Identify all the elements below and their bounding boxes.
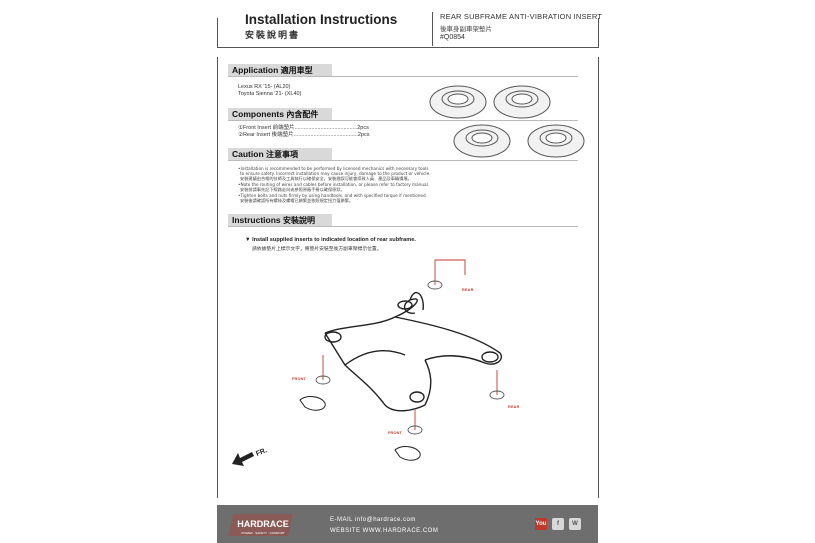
component-name: Front Insert 前端墊片 xyxy=(242,125,295,131)
component-name: Rear Insert 後端墊片 xyxy=(242,132,294,138)
section-heading-instructions: Instructions 安裝說明 xyxy=(228,214,332,226)
inserts-illustration xyxy=(429,85,585,158)
insert-ring xyxy=(527,124,585,158)
dot-leader: ........................................… xyxy=(294,125,358,131)
caution-line: 安裝建議由合格的技師及工具執行以確保安全，安裝錯誤可能會導致人員、產品及車輛損壞… xyxy=(240,176,412,181)
page-title: Installation Instructions xyxy=(245,12,398,27)
subframe-diagram xyxy=(299,259,505,461)
instruction-step: ▼ Install supplied inserts to indicated … xyxy=(245,237,416,243)
heading-en: Caution xyxy=(232,149,264,159)
wechat-icon[interactable]: W xyxy=(569,518,581,530)
component-qty: 2pcs xyxy=(357,132,370,138)
rear-label: REAR xyxy=(462,288,474,292)
product-name-zh: 後車身副車架墊片 xyxy=(440,25,492,33)
caution-line: 安裝前請事先記下線路走向或參照原廠手冊以確保原狀。 xyxy=(240,187,345,192)
section-heading-caution: Caution 注意事項 xyxy=(228,148,332,160)
component-marker: ② xyxy=(238,132,243,138)
footer-website[interactable]: WEBSITE WWW.HARDRACE.COM xyxy=(330,528,439,534)
section-rule xyxy=(228,120,578,121)
section-heading-application: Application 適用車型 xyxy=(228,64,332,76)
facebook-icon[interactable]: f xyxy=(552,518,564,530)
caution-line: to ensure safety. Incorrect installation… xyxy=(240,171,431,176)
component-qty: 2pcs xyxy=(357,125,369,131)
component-marker: ① xyxy=(238,125,243,131)
vehicle-item: Toyota Sienna '21- (XL40) xyxy=(238,91,302,97)
forward-arrow-icon xyxy=(232,452,254,466)
heading-en: Instructions xyxy=(232,215,281,225)
section-heading-components: Components 內含配件 xyxy=(228,108,332,120)
dot-leader: ........................................… xyxy=(293,132,358,138)
vehicle-item: Lexus RX '15- (AL20) xyxy=(238,84,291,90)
insert-ring xyxy=(453,124,511,158)
heading-en: Application xyxy=(232,65,279,75)
subframe-outline xyxy=(324,291,502,412)
logo-tagline: POWER · SAFETY · COMFORT xyxy=(241,531,285,535)
product-code: #Q0854 xyxy=(440,34,465,41)
footer xyxy=(217,505,598,543)
footer-email[interactable]: E-MAIL info@hardrace.com xyxy=(330,517,416,523)
caution-line: •Note the routing of wires and cables be… xyxy=(238,182,430,187)
heading-zh: 安裝說明 xyxy=(283,216,316,225)
caution-line: •Tighten bolts and nuts firmly by using … xyxy=(238,193,427,198)
header-rule xyxy=(217,47,598,48)
heading-zh: 適用車型 xyxy=(280,66,313,75)
section-rule xyxy=(228,226,578,227)
front-insert-marker xyxy=(315,355,331,385)
rear-insert-marker xyxy=(489,370,505,400)
page-title-zh: 安裝說明書 xyxy=(245,31,301,41)
youtube-icon[interactable]: You xyxy=(535,518,547,530)
front-label: FRONT xyxy=(292,377,307,381)
front-insert-marker xyxy=(407,410,423,435)
caution-line: •Installation is recommended to be perfo… xyxy=(238,166,429,171)
mount-detail xyxy=(299,396,421,461)
heading-zh: 內含配件 xyxy=(286,110,319,119)
product-name: REAR SUBFRAME ANTI-VIBRATION INSERT xyxy=(440,12,603,21)
heading-zh: 注意事項 xyxy=(266,150,299,159)
insert-ring xyxy=(429,85,487,119)
front-label: FRONT xyxy=(388,431,403,435)
rear-insert-marker xyxy=(427,259,466,290)
insert-ring xyxy=(493,85,551,119)
section-rule xyxy=(228,76,578,77)
component-item: ②Rear Insert 後端墊片.......................… xyxy=(238,132,369,139)
rear-label: REAR xyxy=(508,405,520,409)
hardrace-logo: HARDRACE POWER · SAFETY · COMFORT xyxy=(228,514,293,536)
heading-en: Components xyxy=(232,109,284,119)
content-frame xyxy=(217,57,599,498)
header-divider xyxy=(432,12,433,46)
section-rule xyxy=(228,160,578,161)
logo-text: HARDRACE xyxy=(237,519,289,529)
header-frame xyxy=(217,18,599,48)
instruction-step-zh: 請依據墊片上標示文字，將墊片安裝至後方副車架標示位置。 xyxy=(252,247,382,252)
component-item: ①Front Insert 前端墊片......................… xyxy=(238,125,369,132)
caution-line: 安裝後請確認所有螺絲及螺帽已鎖緊並依照規定扭力值鎖緊。 xyxy=(240,198,354,203)
